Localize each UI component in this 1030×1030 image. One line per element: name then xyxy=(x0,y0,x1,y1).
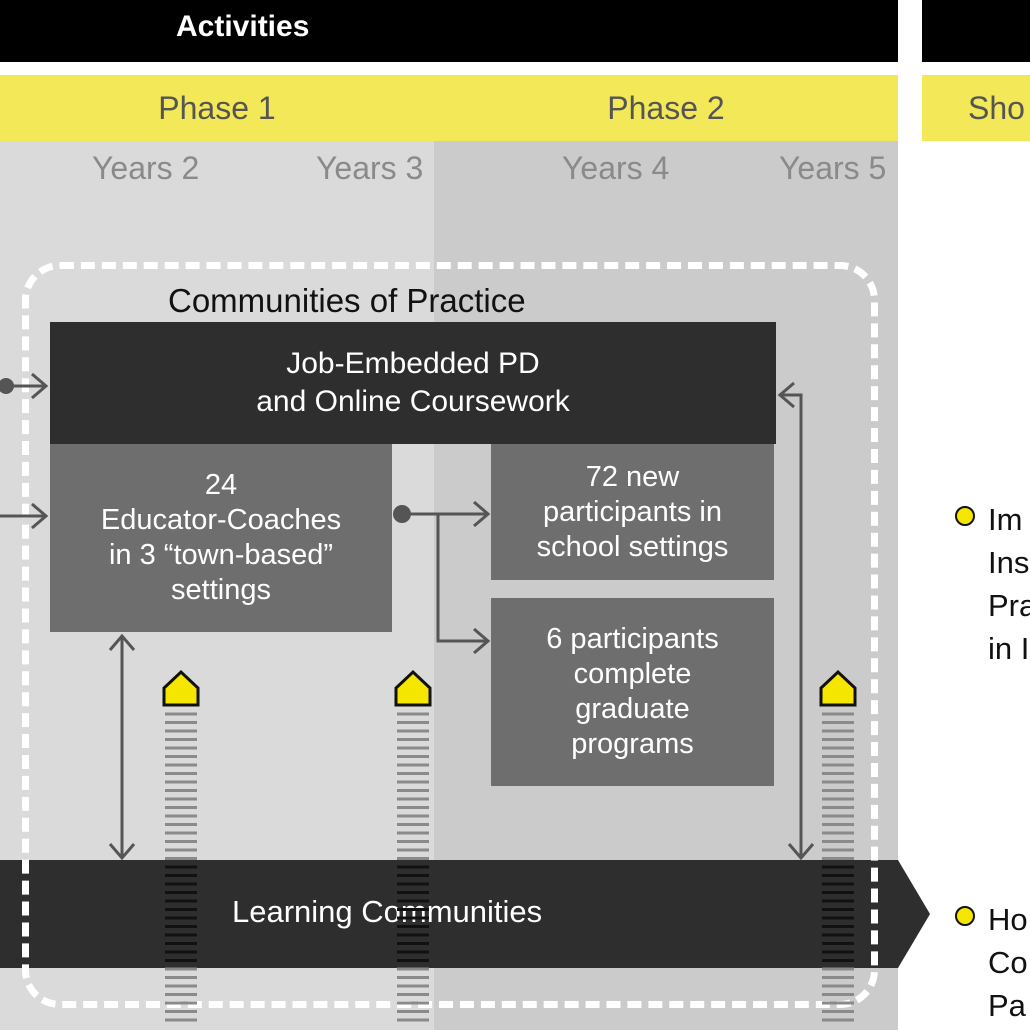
outcome-2-line: Co xyxy=(988,945,1028,980)
activities-title: Activities xyxy=(176,10,310,43)
graduates-line4: programs xyxy=(571,728,694,760)
short-term-bar: Sho xyxy=(922,75,1030,141)
job-embedded-pd-box: Job-Embedded PD and Online Coursework xyxy=(50,322,776,444)
outcome-2-bullet xyxy=(955,906,975,926)
coaches-line3: in 3 “town-based” xyxy=(108,539,334,571)
outcome-1-line: Im xyxy=(988,502,1023,537)
outcome-1-line: Ins xyxy=(988,545,1030,580)
learning-communities-label: Learning Communities xyxy=(232,894,543,929)
graduates-line2: complete xyxy=(573,658,692,690)
coaches-line2: Educator-Coaches xyxy=(100,504,342,536)
outcomes-header xyxy=(922,0,1030,62)
new-participants-box: 72 new participants in school settings xyxy=(491,444,774,580)
coaches-line1: 24 xyxy=(204,469,238,501)
communities-of-practice-title: Communities of Practice xyxy=(168,282,526,319)
outcome-1-line: Pra xyxy=(988,588,1030,623)
job-pd-line1: Job-Embedded PD xyxy=(286,347,540,380)
activities-header: Activities xyxy=(0,0,898,62)
outcome-1-bullet xyxy=(955,506,975,526)
year-label-4: Years 4 xyxy=(562,150,670,186)
educator-coaches-box: 24 Educator-Coaches in 3 “town-based” se… xyxy=(50,444,392,632)
graduates-line3: graduate xyxy=(575,693,690,725)
outcome-2-line: Pa xyxy=(988,988,1026,1023)
outcome-1-text: Im Ins Pra in I xyxy=(988,498,1030,670)
phase-1-label: Phase 1 xyxy=(158,89,276,126)
year-label-3: Years 3 xyxy=(316,150,424,186)
timeline-marker-1 xyxy=(162,669,200,707)
phase-1-bar: Phase 1 xyxy=(0,75,434,141)
participants-line3: school settings xyxy=(536,530,729,563)
year-label-2: Years 2 xyxy=(92,150,200,186)
job-pd-line2: and Online Coursework xyxy=(256,385,570,418)
coaches-line4: settings xyxy=(171,574,271,606)
participants-line1: 72 new xyxy=(585,460,680,493)
year-label-5: Years 5 xyxy=(779,150,887,186)
phase-2-bar: Phase 2 xyxy=(434,75,898,141)
outcome-2-text: Ho Co Pa xyxy=(988,898,1028,1027)
short-term-label: Sho xyxy=(968,89,1025,126)
outcome-2-line: Ho xyxy=(988,902,1028,937)
graduate-participants-box: 6 participants complete graduate program… xyxy=(491,598,774,786)
outcome-1-line: in I xyxy=(988,631,1030,666)
communities-of-practice-outline xyxy=(22,262,878,1008)
timeline-marker-3 xyxy=(819,669,857,707)
timeline-marker-2 xyxy=(394,669,432,707)
phase-2-label: Phase 2 xyxy=(607,89,725,126)
graduates-line1: 6 participants xyxy=(546,623,719,655)
participants-line2: participants in xyxy=(543,495,722,528)
